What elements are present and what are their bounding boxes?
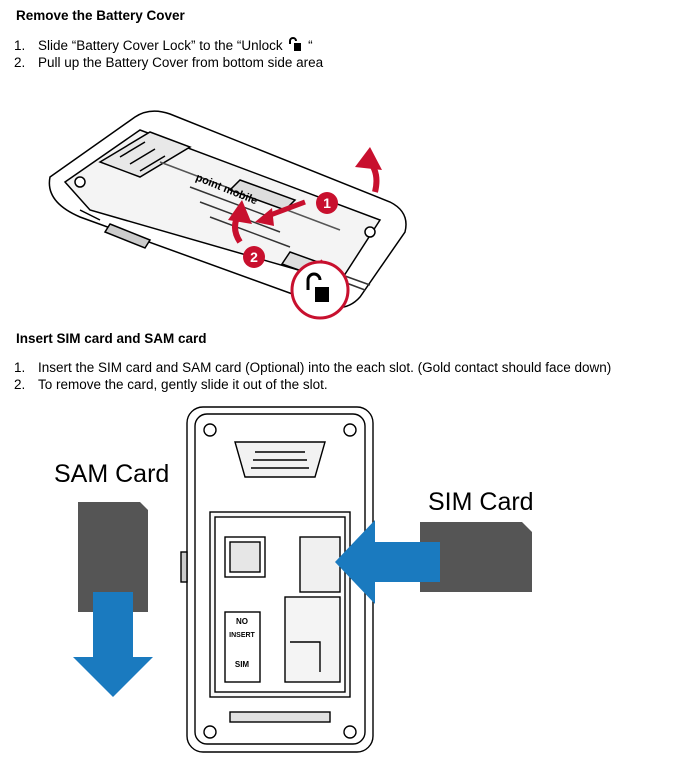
step-number: 2. xyxy=(14,377,26,392)
list-item: 2. To remove the card, gently slide it o… xyxy=(14,376,611,393)
device-front-open-illustration xyxy=(180,406,374,753)
sam-card xyxy=(78,502,148,612)
marker-1: 1 xyxy=(316,192,338,214)
step-text: To remove the card, gently slide it out … xyxy=(38,377,328,392)
slot-label-sim: SIM xyxy=(235,660,250,669)
svg-text:2: 2 xyxy=(250,249,258,265)
slot-label-insert: INSERT xyxy=(229,632,255,639)
unlock-callout xyxy=(290,259,350,320)
device-back-illustration xyxy=(48,110,407,309)
unlock-icon xyxy=(289,37,302,51)
list-item: 2. Pull up the Battery Cover from bottom… xyxy=(14,54,323,71)
list-item: 1. Slide “Battery Cover Lock” to the “Un… xyxy=(14,37,323,54)
lift-arrow-left-head xyxy=(228,200,252,224)
insert-sim-steps: 1. Insert the SIM card and SAM card (Opt… xyxy=(14,359,611,393)
sim-sam-insertion-illustration: NO INSERT SIM xyxy=(73,406,532,753)
remove-arrow-down xyxy=(73,592,153,697)
sim-card xyxy=(420,522,532,592)
section-heading-remove-cover: Remove the Battery Cover xyxy=(16,8,185,23)
step-number: 1. xyxy=(14,38,26,53)
step-text: Insert the SIM card and SAM card (Option… xyxy=(38,360,612,375)
sam-card-label: SAM Card xyxy=(54,460,170,488)
step-number: 1. xyxy=(14,360,26,375)
step-number: 2. xyxy=(14,55,26,70)
sim-card-label: SIM Card xyxy=(428,488,534,516)
insert-arrow-left xyxy=(335,520,440,604)
remove-cover-steps: 1. Slide “Battery Cover Lock” to the “Un… xyxy=(14,37,323,71)
slide-arrow-head xyxy=(255,208,274,226)
battery-cover-removal-illustration: point mobile 1 2 xyxy=(48,110,407,320)
list-item: 1. Insert the SIM card and SAM card (Opt… xyxy=(14,359,611,376)
unlock-icon xyxy=(306,272,329,302)
svg-text:1: 1 xyxy=(323,195,331,211)
lift-arrow-right-head xyxy=(355,147,382,170)
slot-label-no: NO xyxy=(236,617,248,626)
step-text: Pull up the Battery Cover from bottom si… xyxy=(38,55,324,70)
marker-2: 2 xyxy=(243,246,265,268)
step-text: Slide “Battery Cover Lock” to the “Unloc… xyxy=(38,37,313,53)
section-heading-insert-sim: Insert SIM card and SAM card xyxy=(16,331,207,346)
